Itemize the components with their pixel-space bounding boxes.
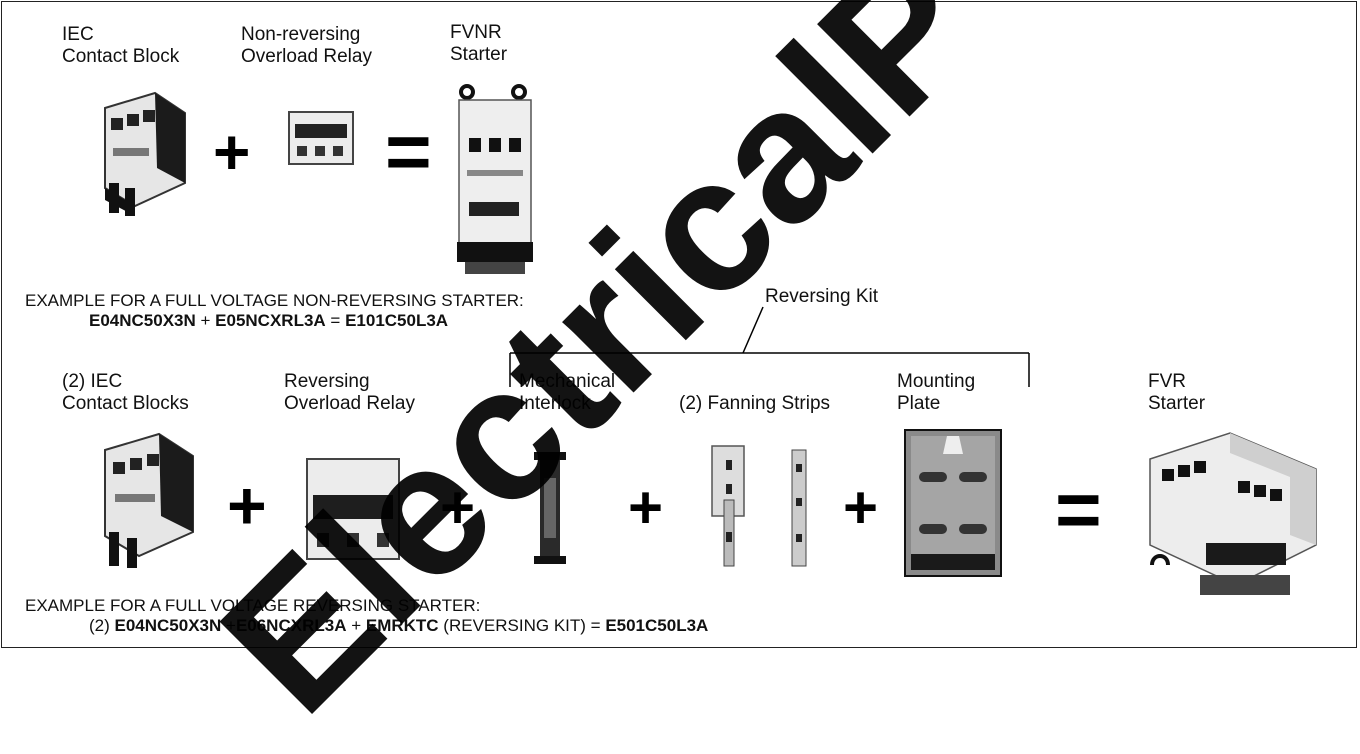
plus-sign: + [628, 474, 664, 541]
mounting-plate-image [904, 429, 1002, 577]
fvnr-example-heading: EXAMPLE FOR A FULL VOLTAGE NON-REVERSING… [25, 291, 524, 310]
part-fvr-starter: E501C50L3A [605, 616, 709, 635]
part-reversing-kit: EMRKTC [365, 616, 439, 635]
fvr-starter-image [1149, 432, 1317, 595]
label-iec-contact-blocks: (2) IEC Contact Blocks [62, 371, 189, 414]
plus-sign: + [440, 474, 476, 541]
equals-sign: = [1055, 465, 1102, 554]
iec-contact-blocks-image [104, 432, 194, 568]
part-contact-block: E04NC50X3N [114, 616, 222, 635]
diagram-frame [1, 1, 1357, 648]
plus-sign: + [843, 474, 879, 541]
label-fvnr-starter: FVNR Starter [450, 22, 508, 65]
reversing-overload-relay-image [306, 458, 400, 560]
label-reversing-overload: Reversing Overload Relay [284, 371, 415, 414]
fvr-example-heading: EXAMPLE FOR A FULL VOLTAGE REVERSING STA… [25, 596, 481, 615]
label-iec-contact-block: IEC Contact Block [62, 24, 180, 67]
fvr-example-formula: (2) E04NC50X3N +E06NCXRL3A + EMRKTC (REV… [89, 616, 709, 635]
label-reversing-kit: Reversing Kit [765, 286, 878, 307]
fanning-strips-image [711, 445, 807, 567]
plus-sign: + [227, 468, 267, 544]
plus-sign: + [213, 116, 251, 188]
mechanical-interlock-image [534, 452, 566, 564]
fvnr-example-formula: E04NC50X3N + E05NCXRL3A = E101C50L3A [89, 311, 449, 330]
reversing-kit-bracket [509, 306, 1030, 387]
label-fanning-strips: (2) Fanning Strips [679, 393, 831, 414]
fvnr-starter-image [457, 84, 533, 274]
part-fvnr-starter: E101C50L3A [345, 311, 449, 330]
part-contact-block: E04NC50X3N [89, 311, 196, 330]
part-overload-relay: E05NCXRL3A [215, 311, 326, 330]
part-reversing-overload: E06NCXRL3A [235, 616, 347, 635]
iec-contact-block-image [104, 91, 186, 216]
label-non-reversing-overload: Non-reversing Overload Relay [241, 24, 372, 67]
equals-sign: = [385, 107, 432, 196]
label-mechanical-interlock: Mechanical Interlock [519, 371, 616, 414]
label-mounting-plate: Mounting Plate [897, 371, 976, 414]
overload-relay-image [288, 111, 354, 165]
label-fvr-starter: FVR Starter [1148, 371, 1206, 414]
